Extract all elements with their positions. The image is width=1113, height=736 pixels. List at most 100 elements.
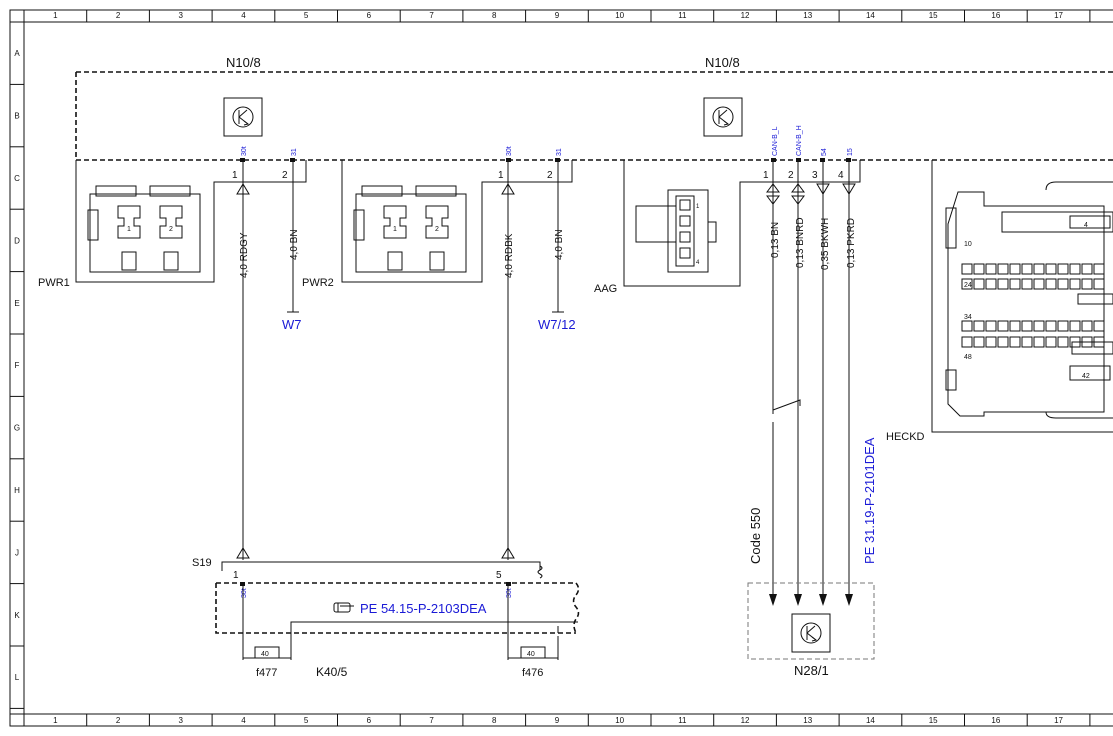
- heckd-pin-label: 42: [1082, 373, 1090, 380]
- grid-row-label: J: [15, 548, 19, 557]
- grid-column-label: 6: [367, 11, 372, 20]
- grid-row-label: A: [14, 49, 20, 58]
- k40-5-module-boundary: [215, 582, 580, 634]
- s19-pin-1-label: 1: [233, 570, 239, 581]
- fuse-f477: [242, 636, 292, 659]
- grid-row-label: E: [14, 299, 19, 308]
- grid-column-label: 4: [241, 11, 246, 20]
- grid-column-label: 8: [492, 716, 497, 725]
- pin-number-label: 3: [812, 170, 818, 181]
- terminal-label: 31: [291, 148, 298, 156]
- pwr2-connector: [341, 160, 573, 283]
- terminal-label: CAN-B_H: [796, 125, 803, 156]
- heckd-pin-label: 48: [964, 354, 972, 361]
- n10-8-label-left: N10/8: [226, 55, 261, 70]
- wire-label: 4,0 RDGY: [239, 232, 250, 278]
- grid-column-label: 13: [803, 11, 812, 20]
- grid-column-label: 15: [929, 716, 938, 725]
- grid-column-label: 17: [1054, 716, 1063, 725]
- grid-column-label: 7: [429, 11, 434, 20]
- grid-column-label: 10: [615, 716, 624, 725]
- pwr2-pin-2-label: 2: [435, 226, 439, 233]
- fuse-rating-label: 40: [261, 651, 269, 658]
- grid-column-label: 13: [803, 716, 812, 725]
- grid-column-label: 12: [741, 716, 750, 725]
- heckd-pin-label: 34: [964, 314, 972, 321]
- grid-column-label: 16: [991, 11, 1000, 20]
- pwr2-pin-1-label: 1: [393, 226, 397, 233]
- grid-column-label: 4: [241, 716, 246, 725]
- wire-label: 0,13 BN: [770, 222, 781, 258]
- grid-column-label: 14: [866, 716, 875, 725]
- reference-pe54-link[interactable]: PE 54.15-P-2103DEA: [360, 601, 487, 616]
- grid-row-label: F: [15, 361, 20, 370]
- grid-column-label: 9: [555, 716, 560, 725]
- terminal-label: 15: [847, 148, 854, 156]
- s19-connector: [221, 561, 543, 579]
- s19-pin-5-label: 5: [496, 570, 502, 581]
- grid-row-label: L: [15, 673, 20, 682]
- terminal-label: CAN-B_L: [772, 126, 779, 156]
- wire-label: 4,0 BN: [289, 229, 300, 260]
- grid-column-label: 2: [116, 11, 121, 20]
- fuse-f476: [507, 636, 559, 659]
- ground-w7-link[interactable]: W7: [282, 317, 302, 332]
- pwr2-label: PWR2: [302, 277, 334, 289]
- grid-column-label: 3: [179, 716, 184, 725]
- grid-column-label: 2: [116, 716, 121, 725]
- grid-column-label: 12: [741, 11, 750, 20]
- grid-column-label: 11: [678, 11, 687, 20]
- grid-column-label: 11: [678, 716, 687, 725]
- terminal-label: 30t: [241, 588, 248, 598]
- pin-number-label: 1: [498, 170, 504, 181]
- terminal-label: 31: [556, 148, 563, 156]
- heckd-pin-cavities: [961, 263, 1105, 348]
- grid-column-label: 16: [991, 716, 1000, 725]
- aag-connector: [623, 160, 861, 287]
- wire-label: 0,13 PKRD: [846, 218, 857, 268]
- wire-harness: [236, 162, 856, 606]
- s19-label: S19: [192, 557, 212, 569]
- control-unit-icon: [791, 613, 831, 653]
- grid-row-label: H: [14, 486, 20, 495]
- grid-column-label: 5: [304, 716, 309, 725]
- aag-pin-1-label: 1: [696, 204, 700, 210]
- terminal-label: 30t: [506, 146, 513, 156]
- grid-column-label: 8: [492, 11, 497, 20]
- pin-contacts: [240, 158, 851, 586]
- k40-5-label: K40/5: [316, 665, 348, 679]
- wire-label: 0,35 BKWH: [820, 218, 831, 270]
- pwr1-pin-2-label: 2: [169, 226, 173, 233]
- grid-column-label: 9: [555, 11, 560, 20]
- wire-label: 4,0 RDBK: [504, 233, 515, 278]
- heckd-pin-label: 10: [964, 241, 972, 248]
- grid-column-label: 17: [1054, 11, 1063, 20]
- n10-8-module-boundary: [75, 71, 1113, 161]
- grid-column-label: 7: [429, 716, 434, 725]
- terminal-label: 54: [821, 148, 828, 156]
- grid-row-label: B: [14, 112, 19, 121]
- wire-label: 0,13 BNRD: [795, 217, 806, 268]
- n28-1-module-boundary: [747, 582, 875, 660]
- f477-label: f477: [256, 667, 277, 679]
- reference-pe31-link[interactable]: PE 31.19-P-2101DEA: [862, 437, 877, 564]
- pin-number-label: 2: [788, 170, 794, 181]
- grid-row-label: D: [14, 236, 20, 245]
- n10-8-label-right: N10/8: [705, 55, 740, 70]
- control-unit-icon: [223, 97, 263, 137]
- ground-w7-12-link[interactable]: W7/12: [538, 317, 576, 332]
- pin-number-label: 2: [547, 170, 553, 181]
- terminal-label: 30t: [241, 146, 248, 156]
- grid-row-label: G: [14, 424, 20, 433]
- aag-pin-4-label: 4: [696, 260, 700, 266]
- terminal-label: 30t: [506, 588, 513, 598]
- pwr1-pin-1-label: 1: [127, 226, 131, 233]
- code-550-label: Code 550: [748, 508, 763, 564]
- n28-1-label: N28/1: [794, 663, 829, 678]
- grid-row-label: C: [14, 174, 20, 183]
- drawing-frame: [9, 9, 1113, 727]
- heckd-pin-label: 24: [964, 282, 972, 289]
- aag-label: AAG: [594, 283, 617, 295]
